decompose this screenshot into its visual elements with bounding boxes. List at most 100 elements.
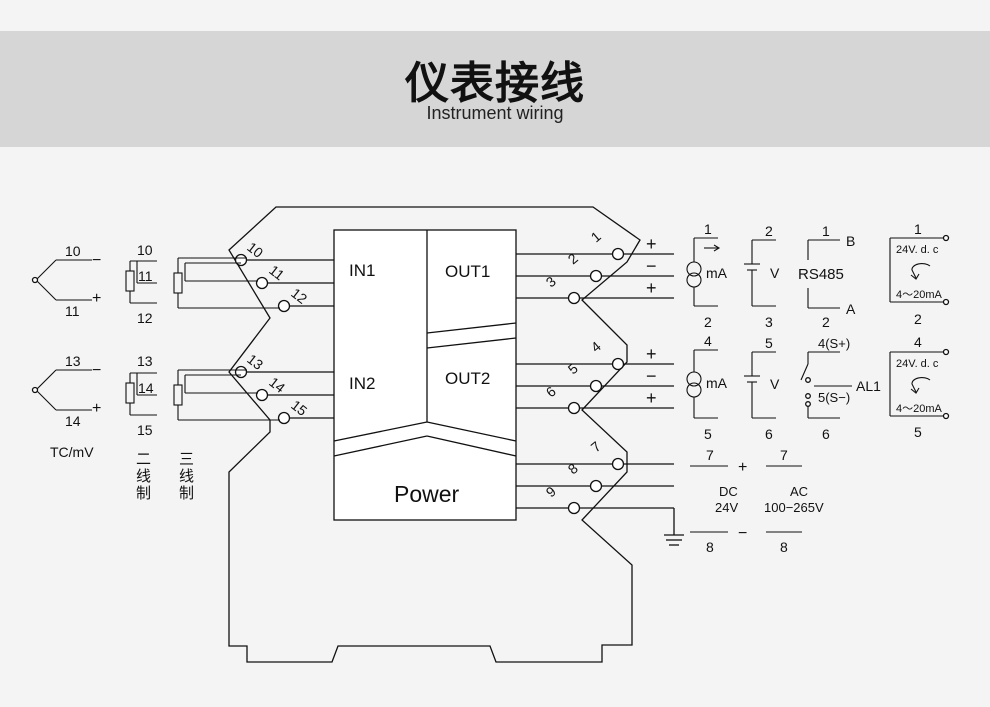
alarm-relay: [800, 351, 852, 419]
in2-label: IN2: [349, 374, 375, 393]
v1-bottom-terminal: 3: [765, 314, 773, 330]
terminal-14-label: 14: [266, 374, 288, 396]
output-leads: [580, 253, 684, 546]
ma2-top-terminal: 4: [704, 333, 712, 349]
terminal-10-label: 10: [244, 239, 266, 261]
power-supply-wiring: [690, 465, 802, 533]
tc1-top-sign: −: [92, 252, 101, 269]
tc2-top-sign: −: [92, 362, 101, 379]
v1-unit: V: [770, 265, 780, 281]
rtd2-1-terminal-b: 11: [138, 268, 153, 284]
loop1-supply: 24V. d. c: [896, 244, 939, 256]
left-terminal-wires: [247, 259, 334, 419]
thermocouple-1: [31, 259, 92, 301]
dc-plus-sign: +: [738, 459, 747, 476]
voltage-output-1: [744, 239, 776, 307]
terminal-6-screw[interactable]: [567, 401, 581, 415]
voltage-output-2: [744, 351, 776, 419]
ac-bottom-terminal: 8: [780, 539, 788, 555]
thermocouple-2: [31, 369, 92, 411]
loop1-bottom-terminal: 2: [914, 311, 922, 327]
loop1-top-terminal: 1: [914, 221, 922, 237]
alarm-top-terminal: 4(S+): [818, 336, 850, 351]
rs485-a-label: A: [846, 301, 856, 317]
rs485-label: RS485: [798, 266, 844, 283]
out1-minus-sign: −: [646, 256, 657, 276]
terminal-12-screw[interactable]: [277, 299, 291, 313]
rtd2-2-terminal-a: 13: [137, 353, 153, 369]
terminal-1-screw[interactable]: [611, 247, 625, 261]
out1-plus-sign: +: [646, 234, 657, 254]
terminal-8-label: 8: [565, 460, 581, 477]
rtd2-2-terminal-c: 15: [137, 422, 153, 438]
loop-transmitter-1: [889, 234, 950, 306]
ac-voltage: 100−265V: [764, 500, 824, 515]
v2-bottom-terminal: 6: [765, 426, 773, 442]
ma1-top-terminal: 1: [704, 221, 712, 237]
loop2-range: 4～20mA: [896, 403, 943, 415]
alarm-label: AL1: [856, 378, 881, 394]
rtd2-1-terminal-c: 12: [137, 310, 153, 326]
v2-top-terminal: 5: [765, 335, 773, 351]
alarm-common-terminal: 6: [822, 426, 830, 442]
tc1-bottom-terminal: 11: [65, 303, 80, 319]
terminal-14-screw[interactable]: [255, 388, 269, 402]
dc-top-terminal: 7: [706, 447, 714, 463]
rtd2-1-terminal-a: 10: [137, 242, 153, 258]
two-wire-char-2: 线: [136, 468, 151, 485]
two-wire-char-1: 二: [136, 451, 151, 468]
rs485-b-label: B: [846, 233, 855, 249]
terminal-5-screw[interactable]: [589, 379, 603, 393]
loop2-supply: 24V. d. c: [896, 358, 939, 370]
rs485-output: [807, 239, 840, 309]
tc2-bottom-sign: +: [92, 400, 101, 417]
tc-label: TC/mV: [50, 444, 94, 460]
dc-minus-sign: −: [738, 525, 747, 542]
v1-top-terminal: 2: [765, 223, 773, 239]
ma-output-2: [686, 349, 718, 419]
terminal-4-screw[interactable]: [611, 357, 625, 371]
housing-outline: [228, 206, 641, 663]
out1-plus-sign-2: +: [646, 278, 657, 298]
out2-plus-sign-2: +: [646, 388, 657, 408]
terminal-15-screw[interactable]: [277, 411, 291, 425]
rtd-3wire-2: [173, 369, 280, 421]
terminal-11-screw[interactable]: [255, 276, 269, 290]
out2-plus-sign: +: [646, 344, 657, 364]
loop-transmitter-2: [889, 348, 950, 420]
out2-minus-sign: −: [646, 366, 657, 386]
three-wire-char-3: 制: [179, 485, 194, 502]
rs485-top-terminal: 1: [822, 223, 830, 239]
power-label: Power: [394, 481, 460, 507]
terminal-5-label: 5: [565, 360, 581, 377]
terminal-13-screw[interactable]: [234, 365, 248, 379]
terminal-2-label: 2: [565, 250, 581, 267]
header-banner: [0, 31, 990, 147]
terminal-9-screw[interactable]: [567, 501, 581, 515]
ma2-unit: mA: [706, 375, 728, 391]
out1-label: OUT1: [445, 262, 490, 281]
tc1-bottom-sign: +: [92, 290, 101, 307]
three-wire-char-1: 三: [179, 451, 194, 468]
ma-output-1: [686, 237, 721, 307]
tc2-top-terminal: 13: [65, 353, 81, 369]
ma1-bottom-terminal: 2: [704, 314, 712, 330]
terminal-3-screw[interactable]: [567, 291, 581, 305]
loop2-top-terminal: 4: [914, 334, 922, 350]
terminal-2-screw[interactable]: [589, 269, 603, 283]
loop1-range: 4～20mA: [896, 289, 943, 301]
terminal-8-screw[interactable]: [589, 479, 603, 493]
page-subtitle: Instrument wiring: [426, 103, 564, 123]
terminal-10-screw[interactable]: [234, 253, 248, 267]
loop2-bottom-terminal: 5: [914, 424, 922, 440]
terminal-13-label: 13: [244, 351, 266, 373]
out2-label: OUT2: [445, 369, 490, 388]
terminal-7-screw[interactable]: [611, 457, 625, 471]
in1-label: IN1: [349, 261, 375, 280]
terminal-7-label: 7: [588, 438, 604, 455]
tc1-top-terminal: 10: [65, 243, 81, 259]
alarm-bottom-terminal: 5(S−): [818, 390, 850, 405]
module-block: IN1 IN2 OUT1 OUT2 Power: [333, 229, 517, 521]
ac-top-terminal: 7: [780, 447, 788, 463]
